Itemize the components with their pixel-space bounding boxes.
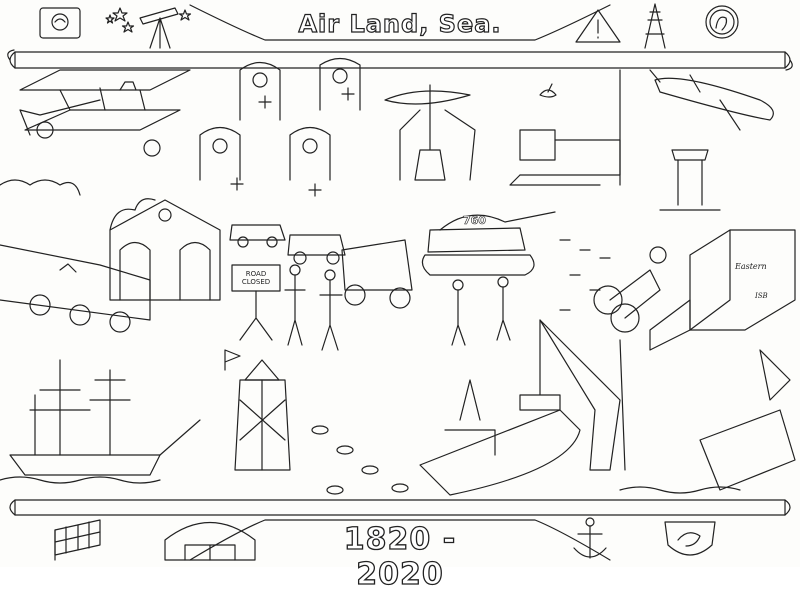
- scroll-seal-icon: [39, 7, 81, 39]
- motorcyclist: [593, 246, 667, 333]
- tank-number: 760: [463, 214, 487, 228]
- chequered-flag-icon: [54, 519, 101, 561]
- road-closed-sign: [231, 264, 281, 341]
- years-caption: 1820 - 2020: [343, 521, 457, 592]
- boat-hull: [419, 379, 581, 496]
- warning-sign-icon: [575, 9, 621, 43]
- page-title: Air Land, Sea.: [298, 9, 502, 38]
- stepping-stones: [311, 425, 409, 495]
- scene-drawing: [0, 3, 796, 561]
- shield-crest-icon: [664, 521, 716, 556]
- monument: [509, 129, 621, 186]
- soldiers: [451, 276, 511, 346]
- control-tower: [659, 149, 721, 211]
- jet-plane: [649, 69, 774, 131]
- lighthouse-tower: [224, 349, 291, 471]
- telescope-icon: [139, 7, 179, 49]
- tank: [421, 211, 556, 276]
- biplane: [19, 69, 191, 157]
- footprints: [559, 239, 611, 311]
- dove: [539, 83, 557, 98]
- hovercraft: [699, 349, 796, 491]
- top-banner-scroll: [7, 4, 793, 71]
- stars-icon: [105, 7, 192, 33]
- bottom-banner-scroll: [9, 499, 791, 561]
- vintage-cars: [229, 224, 413, 309]
- waves: [0, 476, 741, 494]
- sailing-ship: [9, 359, 201, 476]
- coloring-page: Air Land, Sea. ROAD CLOSED 760 Eastern I…: [0, 3, 796, 592]
- hangar-icon: [164, 522, 256, 561]
- trees: [0, 179, 81, 196]
- road-sign-text: ROAD CLOSED: [241, 270, 271, 286]
- propeller-memorial: [384, 84, 476, 181]
- hangar-building: [109, 199, 221, 301]
- tower-icon: [644, 3, 666, 49]
- truck-text-1: Eastern: [735, 262, 767, 271]
- policemen: [284, 264, 343, 351]
- dock-crane: [519, 319, 626, 471]
- graves: [199, 57, 361, 197]
- truck-text-2: ISB: [755, 292, 768, 300]
- medal-coin-icon: [705, 5, 739, 39]
- lorry: [649, 229, 796, 351]
- anchor-icon: [573, 517, 607, 559]
